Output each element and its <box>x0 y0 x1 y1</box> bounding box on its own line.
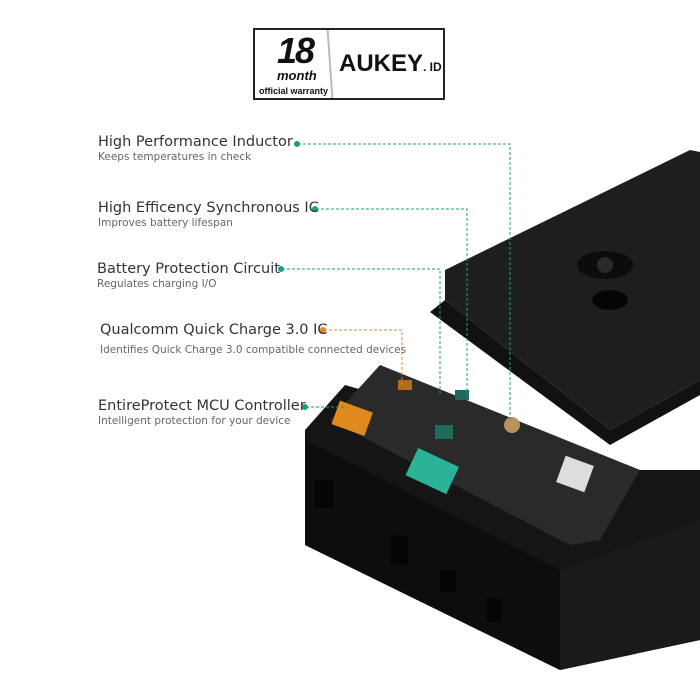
feature-dot <box>312 206 318 212</box>
feature-dot <box>278 266 284 272</box>
leader-line-qc <box>324 329 403 385</box>
feature-dot <box>294 141 300 147</box>
feature-mcu: EntireProtect MCU Controller Intelligent… <box>98 398 306 427</box>
feature-title: High Performance Inductor <box>98 134 293 150</box>
lid-hole <box>592 290 628 310</box>
usb-port-white <box>556 455 594 493</box>
feature-dot <box>302 404 308 410</box>
leader-line-inductor <box>298 143 511 420</box>
feature-subtitle: Improves battery lifespan <box>98 217 233 229</box>
feature-title: EntireProtect MCU Controller <box>98 398 306 414</box>
feature-dot <box>320 327 326 333</box>
usb-port-teal <box>405 447 459 495</box>
warranty-unit: month <box>277 68 317 83</box>
leader-line-protection <box>282 268 441 395</box>
lid-edge <box>430 300 700 445</box>
feature-sync-ic: High Efficency Synchronous IC Improves b… <box>98 200 319 229</box>
feature-quick-charge: Qualcomm Quick Charge 3.0 IC Identifies … <box>100 322 406 356</box>
warranty-badge: 18 month official warranty AUKEY. ID <box>253 28 445 100</box>
brand-logo: AUKEY. ID <box>339 50 442 78</box>
feature-title: Qualcomm Quick Charge 3.0 IC <box>100 322 328 338</box>
feature-protection: Battery Protection Circuit Regulates cha… <box>97 261 280 290</box>
circuit-board <box>330 365 640 545</box>
warranty-months: 18 <box>277 30 315 71</box>
brand-suffix: . ID <box>423 60 442 74</box>
brand-name: AUKEY <box>339 50 424 77</box>
feature-title: Battery Protection Circuit <box>97 261 280 277</box>
feature-title: High Efficency Synchronous IC <box>98 200 319 216</box>
feature-subtitle: Identifies Quick Charge 3.0 compatible c… <box>100 344 407 356</box>
leader-line-sync-ic <box>316 208 468 395</box>
feature-subtitle: Regulates charging I/O <box>97 278 217 290</box>
feature-subtitle: Intelligent protection for your device <box>98 415 291 427</box>
feature-subtitle: Keeps temperatures in check <box>98 151 252 163</box>
power-bank-lid <box>445 150 700 430</box>
feature-inductor: High Performance Inductor Keeps temperat… <box>98 134 293 163</box>
inductor <box>504 417 520 433</box>
usb-port-orange <box>331 400 373 437</box>
warranty-caption: official warranty <box>259 86 329 96</box>
front-port <box>315 480 333 508</box>
